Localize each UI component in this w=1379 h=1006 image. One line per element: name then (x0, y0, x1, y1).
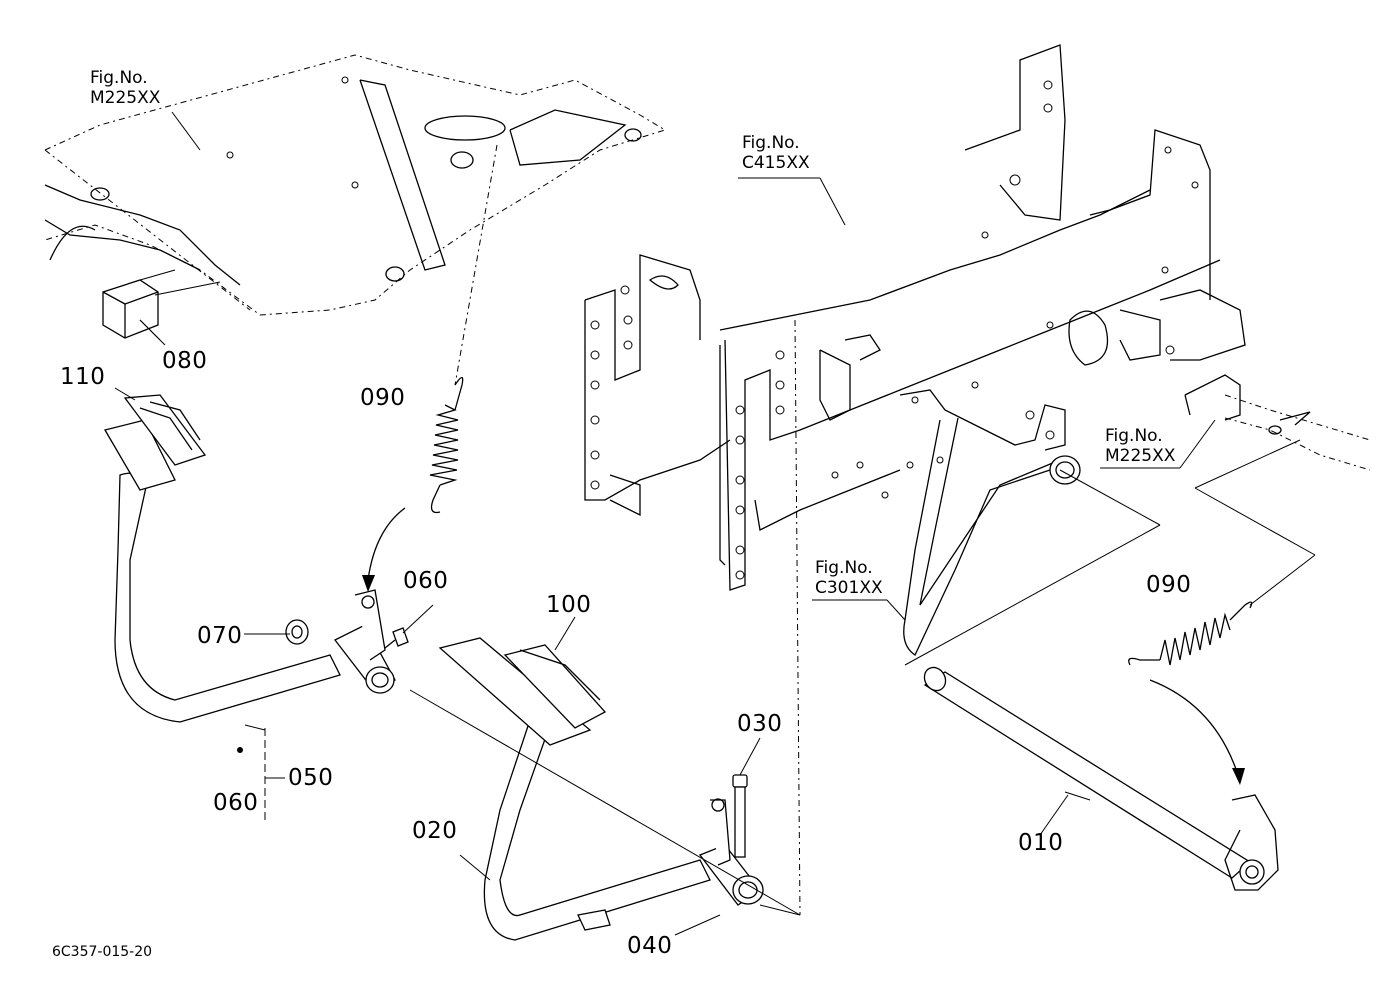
part-label-080: 080 (162, 348, 208, 374)
part-label-020: 020 (412, 818, 458, 844)
part-label-040: 040 (627, 933, 673, 959)
callout-lines (114, 111, 1216, 936)
figure-ref-code: C415XX (742, 153, 810, 174)
left-pedal-arm-050 (104, 394, 396, 753)
main-frame (584, 44, 1246, 591)
figure-ref-c415: Fig.No. C415XX (742, 133, 810, 174)
diagram-code: 6C357-015-20 (52, 944, 153, 960)
figure-ref-m225-top: Fig.No. M225XX (90, 68, 160, 109)
part-label-050: 050 (288, 765, 334, 791)
snap-ring-070 (285, 619, 309, 645)
pedal-shaft-010 (923, 666, 1279, 891)
clevis-pin-030 (732, 774, 748, 858)
figure-ref-m225-right: Fig.No. M225XX (1105, 426, 1175, 467)
figure-ref-prefix: Fig.No. (742, 133, 800, 153)
brake-rod (903, 417, 1081, 656)
figure-ref-prefix: Fig.No. (1105, 426, 1163, 446)
right-pedal-arm-020 (438, 637, 764, 941)
floor-plate (44, 54, 667, 316)
figure-ref-code: C301XX (815, 578, 883, 599)
part-label-100: 100 (546, 592, 592, 618)
part-label-090-right: 090 (1146, 572, 1192, 598)
part-label-060-assembly: 060 (213, 790, 259, 816)
figure-ref-c301: Fig.No. C301XX (815, 558, 883, 599)
part-label-070: 070 (197, 623, 243, 649)
figure-ref-code: M225XX (1105, 446, 1176, 467)
figure-ref-prefix: Fig.No. (90, 68, 148, 88)
return-spring-090-left (429, 376, 464, 514)
figure-ref-code: M225XX (90, 88, 161, 109)
figure-ref-prefix: Fig.No. (815, 558, 873, 578)
rubber-block-080 (102, 269, 221, 346)
part-label-110: 110 (60, 364, 106, 390)
return-spring-090-right (1128, 601, 1253, 666)
part-label-090-left: 090 (360, 385, 406, 411)
part-label-060-fitting: 060 (403, 568, 449, 594)
part-label-010: 010 (1018, 830, 1064, 856)
leader-lines (244, 144, 1316, 916)
part-label-030: 030 (737, 711, 783, 737)
